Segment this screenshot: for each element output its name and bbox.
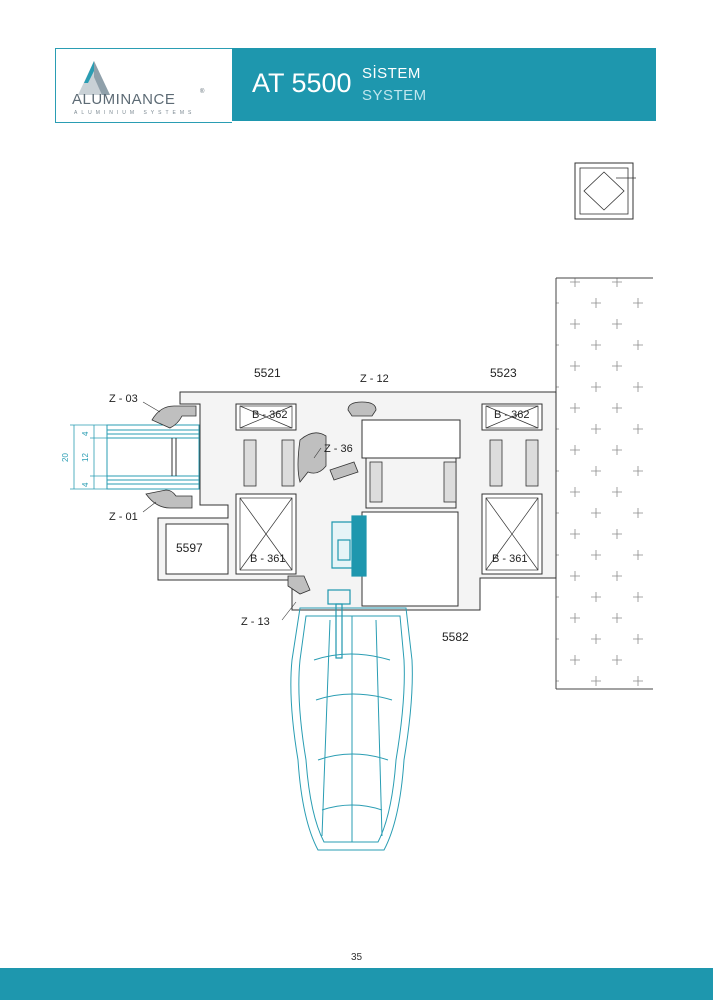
label-b361-right: B - 361 — [492, 553, 527, 565]
label-b361-left: B - 361 — [250, 553, 285, 565]
gasket-z01 — [145, 489, 193, 509]
frame-profile — [157, 391, 557, 611]
label-z13: Z - 13 — [241, 616, 270, 628]
label-b362-right: B - 362 — [494, 409, 529, 421]
label-5523: 5523 — [490, 366, 517, 380]
glazing-unit — [106, 424, 200, 490]
leader-lines — [142, 401, 322, 621]
page-title: AT 5500 — [252, 68, 352, 98]
label-5582: 5582 — [442, 630, 469, 644]
registered-mark: ® — [200, 89, 205, 95]
footer-band — [0, 968, 713, 1000]
logo-box: ALUMINANCE ® ALUMINIUM SYSTEMS — [55, 48, 232, 123]
dim-middle: 12 — [81, 453, 90, 462]
label-z36: Z - 36 — [324, 443, 353, 455]
brand-name: ALUMINANCE — [72, 91, 176, 108]
gasket-z13 — [287, 575, 311, 595]
page-number: 35 — [350, 952, 363, 963]
subtitle-turkish: SİSTEM — [362, 65, 421, 82]
subtitle-english: SYSTEM — [362, 87, 427, 104]
label-z01: Z - 01 — [109, 511, 138, 523]
label-5597: 5597 — [176, 541, 203, 555]
handle-icon — [290, 607, 413, 851]
glass-dimensions — [70, 424, 107, 490]
label-z12: Z - 12 — [360, 373, 389, 385]
header-band: AT 5500 SİSTEM SYSTEM — [232, 48, 656, 121]
label-b362-left: B - 362 — [252, 409, 287, 421]
label-z03: Z - 03 — [109, 393, 138, 405]
thermal-breaks — [243, 439, 539, 503]
aluminance-logo-icon — [78, 61, 110, 95]
label-5521: 5521 — [254, 366, 281, 380]
lock-mechanism — [327, 515, 367, 659]
brand-tagline: ALUMINIUM SYSTEMS — [74, 110, 196, 116]
gasket-z12 — [347, 401, 377, 417]
dim-bottom: 4 — [81, 482, 90, 487]
dim-top: 4 — [81, 431, 90, 436]
gasket-z36 — [297, 432, 359, 483]
window-thumbnail-icon — [574, 162, 636, 220]
dim-total: 20 — [61, 453, 70, 462]
wall-section — [555, 277, 653, 690]
reinforcement-blocks — [239, 405, 539, 571]
